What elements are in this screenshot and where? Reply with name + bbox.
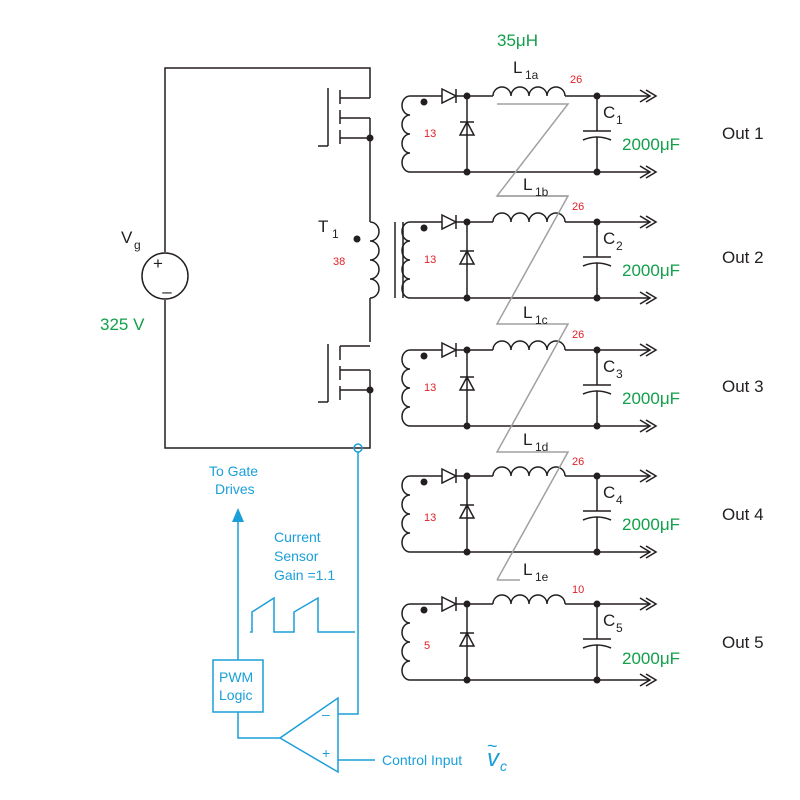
cap-letter-5: C bbox=[603, 611, 615, 630]
secondary-turns-2: 13 bbox=[424, 254, 436, 266]
cap-value-3: 2000μF bbox=[622, 389, 680, 408]
transformer-subscript: 1 bbox=[332, 227, 339, 241]
vc-symbol: v bbox=[487, 745, 501, 772]
secondary-turns-5: 5 bbox=[424, 640, 430, 652]
cap-sub-1: 1 bbox=[616, 113, 623, 127]
capacitor-labels: C 1 2000μF C 2 2000μF C 3 2000μF C 4 200… bbox=[603, 103, 680, 668]
gate-arrow-icon bbox=[232, 508, 244, 522]
output-label-2: Out 2 bbox=[722, 248, 764, 267]
sensor-line-2: Sensor bbox=[274, 548, 319, 564]
gate-drives-line-1: To Gate bbox=[209, 463, 258, 479]
ind-turns-3: 26 bbox=[572, 329, 584, 341]
output-stage-5: 5 bbox=[401, 594, 658, 687]
primary-turns: 38 bbox=[333, 256, 345, 268]
cap-sub-5: 5 bbox=[616, 621, 623, 635]
ind-sub-1: 1a bbox=[525, 68, 539, 82]
pwm-line-2: Logic bbox=[219, 687, 252, 703]
cap-sub-2: 2 bbox=[616, 239, 623, 253]
transformer-name: T bbox=[318, 217, 328, 236]
output-stage-2: 13 bbox=[401, 212, 658, 305]
control-input-label: Control Input bbox=[382, 752, 462, 768]
cap-letter-3: C bbox=[603, 357, 615, 376]
output-stage-1: 13 bbox=[401, 86, 658, 179]
inductor-labels: 35μH L 1a 26 L 1b 26 L 1c 26 L 1d 26 L 1… bbox=[497, 31, 584, 596]
source-value: 325 V bbox=[100, 315, 145, 334]
secondary-turns-1: 13 bbox=[424, 128, 436, 140]
cap-value-4: 2000μF bbox=[622, 515, 680, 534]
ind-turns-1: 26 bbox=[570, 74, 582, 86]
source-subscript: g bbox=[134, 238, 141, 252]
cap-sub-4: 4 bbox=[616, 493, 623, 507]
ind-sub-3: 1c bbox=[535, 313, 548, 327]
output-label-3: Out 3 bbox=[722, 377, 764, 396]
ind-sub-4: 1d bbox=[535, 440, 548, 454]
transformer-primary: T 1 38 bbox=[318, 217, 404, 299]
output-labels: Out 1 Out 2 Out 3 Out 4 Out 5 bbox=[722, 124, 764, 652]
secondary-turns-3: 13 bbox=[424, 382, 436, 394]
output-label-1: Out 1 bbox=[722, 124, 764, 143]
pwm-logic-block bbox=[212, 659, 264, 713]
output-label-4: Out 4 bbox=[722, 505, 764, 524]
sensor-line-3: Gain =1.1 bbox=[274, 567, 335, 583]
output-stage-4: 13 bbox=[401, 466, 658, 559]
source-minus: – bbox=[162, 282, 172, 301]
output-stage-3: 13 bbox=[401, 340, 658, 433]
cap-sub-3: 3 bbox=[616, 367, 623, 381]
voltage-source: + – V g 325 V bbox=[100, 228, 189, 334]
cap-letter-4: C bbox=[603, 483, 615, 502]
ind-letter-1: L bbox=[513, 58, 522, 77]
lower-mosfet bbox=[318, 344, 374, 403]
output-label-5: Out 5 bbox=[722, 633, 764, 652]
ind-letter-5: L bbox=[523, 560, 532, 579]
coupled-inductor-links bbox=[495, 103, 570, 581]
comparator-plus: + bbox=[322, 745, 330, 761]
cap-value-5: 2000μF bbox=[622, 649, 680, 668]
comparator-minus: – bbox=[322, 706, 330, 722]
cap-value-2: 2000μF bbox=[622, 261, 680, 280]
source-name: V bbox=[121, 228, 133, 247]
ind-letter-2: L bbox=[523, 175, 532, 194]
ind-turns-2: 26 bbox=[572, 201, 584, 213]
sensor-line-1: Current bbox=[274, 529, 321, 545]
secondary-turns-4: 13 bbox=[424, 512, 436, 524]
ind-letter-3: L bbox=[523, 303, 532, 322]
gate-drives-line-2: Drives bbox=[215, 481, 255, 497]
current-waveform bbox=[250, 596, 355, 633]
ind-sub-2: 1b bbox=[535, 185, 549, 199]
cap-value-1: 2000μF bbox=[622, 135, 680, 154]
control-loop: PWM Logic – + Control Input v ~ c To Gat… bbox=[209, 443, 507, 774]
cap-letter-1: C bbox=[603, 103, 615, 122]
upper-mosfet bbox=[318, 88, 374, 147]
ind-sub-5: 1e bbox=[535, 570, 549, 584]
vc-tilde: ~ bbox=[487, 736, 498, 756]
cap-letter-2: C bbox=[603, 229, 615, 248]
ind-turns-4: 26 bbox=[572, 456, 584, 468]
source-plus: + bbox=[153, 254, 163, 273]
ind-turns-5: 10 bbox=[572, 584, 584, 596]
comparator bbox=[278, 696, 339, 774]
vc-subscript: c bbox=[500, 758, 507, 774]
ind-letter-4: L bbox=[523, 430, 532, 449]
pwm-line-1: PWM bbox=[219, 669, 253, 685]
inductance-value: 35μH bbox=[497, 31, 538, 50]
primary-loop bbox=[164, 67, 371, 449]
